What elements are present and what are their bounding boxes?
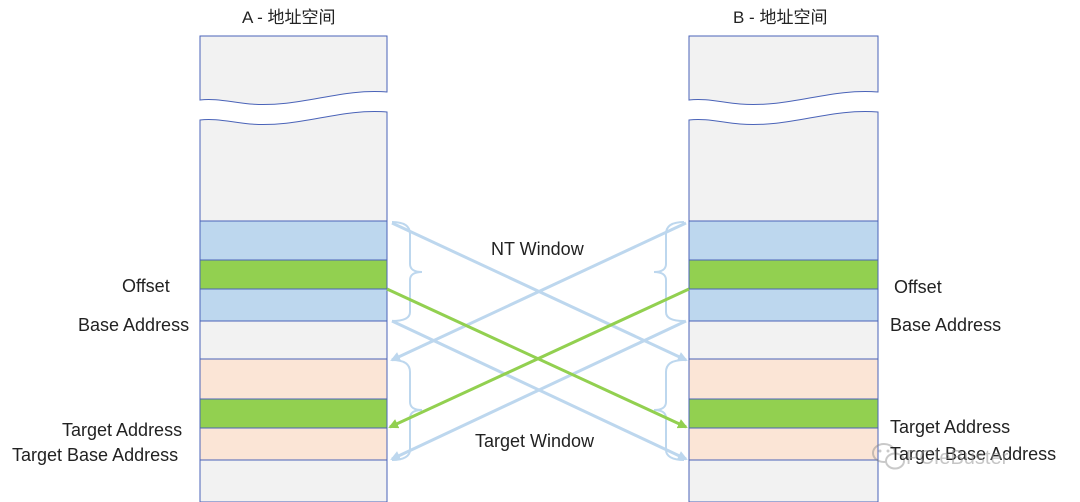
b-target-window-bottom — [688, 427, 879, 461]
b-memory-gap — [688, 320, 879, 360]
b-nt-window-top — [688, 220, 879, 261]
watermark-text: PCIeBuster — [906, 447, 1009, 469]
b-target-address-label: Target Address — [890, 417, 1011, 437]
b-memory-upper-segment — [688, 110, 879, 222]
arrow-b-nt-bottom-to-a-target-bottom — [390, 319, 687, 461]
b-target-base-address-label: Target Base Address — [890, 444, 1057, 464]
a-base-address-label: Base Address — [78, 315, 190, 335]
wechat-icon — [872, 443, 905, 470]
a-target-window-top — [199, 358, 388, 400]
a-target-window-bottom — [199, 427, 388, 461]
a-nt-window-brace — [391, 221, 423, 322]
b-target-window-top — [688, 358, 879, 400]
address-space-b-title: B - 地址空间 — [733, 8, 828, 27]
nt-window-label: NT Window — [491, 239, 584, 259]
b-offset-label: Offset — [894, 277, 942, 297]
a-memory-top-segment — [199, 35, 388, 106]
b-target-window-brace — [653, 359, 685, 461]
a-memory-gap — [199, 320, 388, 360]
b-memory-top-segment — [688, 35, 879, 106]
a-target-address-label: Target Address — [62, 420, 183, 440]
b-offset-block — [688, 259, 879, 290]
b-nt-window-brace — [653, 221, 685, 322]
b-nt-window-bottom — [688, 288, 879, 322]
a-target-address-block — [199, 398, 388, 429]
a-target-base-address-label: Target Base Address — [12, 445, 179, 465]
a-memory-upper-segment — [199, 110, 388, 222]
address-space-a-title: A - 地址空间 — [242, 8, 336, 27]
b-base-address-label: Base Address — [890, 315, 1002, 335]
address-space-b — [688, 35, 879, 502]
a-offset-block — [199, 259, 388, 290]
b-target-address-block — [688, 398, 879, 429]
a-memory-bottom — [199, 459, 388, 502]
b-memory-bottom — [688, 459, 879, 502]
target-window-label: Target Window — [475, 431, 595, 451]
a-offset-label: Offset — [122, 276, 170, 296]
a-nt-window-top — [199, 220, 388, 261]
a-nt-window-bottom — [199, 288, 388, 322]
arrow-b-offset-to-a-target-address — [388, 287, 690, 429]
address-space-a — [199, 35, 388, 502]
arrow-b-nt-top-to-a-target-top — [390, 221, 687, 362]
a-target-window-brace — [391, 359, 423, 461]
